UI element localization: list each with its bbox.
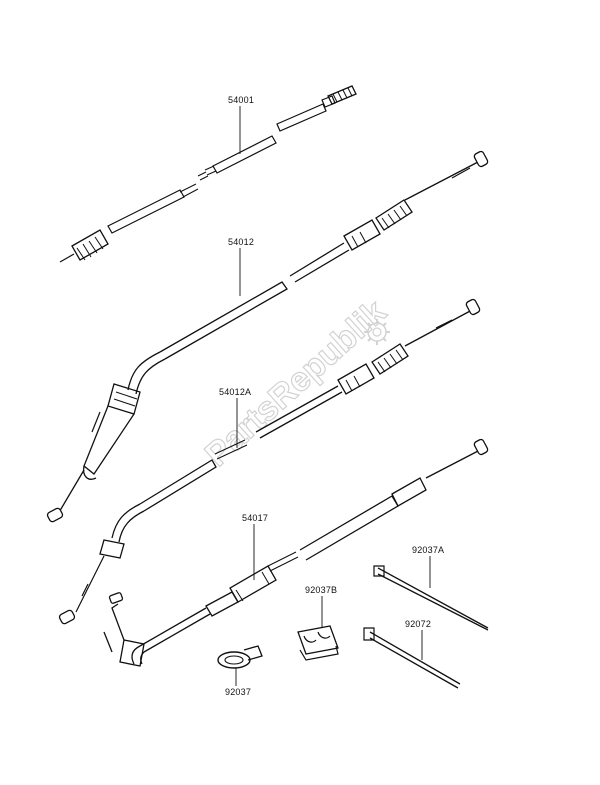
cable-54012-adjuster [343, 199, 413, 251]
cable-54017-adjuster [229, 565, 277, 603]
cable-54001 [59, 85, 357, 263]
cable-54017 [103, 438, 489, 667]
cable-54001-upper-fitting [321, 85, 357, 108]
cable-54017-end-nipple [473, 438, 489, 456]
cable-54012A-lower-nipple [58, 609, 76, 625]
cable-54012 [46, 150, 489, 523]
label-54001: 54001 [228, 95, 254, 105]
cable-54012A [58, 298, 481, 625]
label-54012: 54012 [228, 237, 254, 247]
cable-54017-lever-nipple [108, 592, 124, 604]
cable-54012A-adjuster [337, 343, 409, 395]
label-92037A: 92037A [412, 545, 444, 555]
label-54017: 54017 [242, 513, 268, 523]
tie-92072 [363, 627, 461, 689]
cable-54012-end-nipple [473, 150, 489, 168]
cable-54012A-end-nipple [465, 298, 481, 316]
cable-54012-lower-nipple [46, 507, 64, 523]
clamp-92037B [297, 625, 339, 661]
label-54012A: 54012A [219, 387, 251, 397]
cable-54012-throttle-end [82, 383, 141, 480]
watermark-gear-icon [364, 319, 390, 345]
cable-54001-lower-fitting [59, 229, 109, 263]
tie-92037A [373, 565, 489, 631]
clamp-92037 [217, 645, 263, 669]
leader-lines [235, 106, 431, 686]
label-92037B: 92037B [305, 585, 337, 595]
label-92037: 92037 [225, 687, 251, 697]
label-92072: 92072 [405, 619, 431, 629]
